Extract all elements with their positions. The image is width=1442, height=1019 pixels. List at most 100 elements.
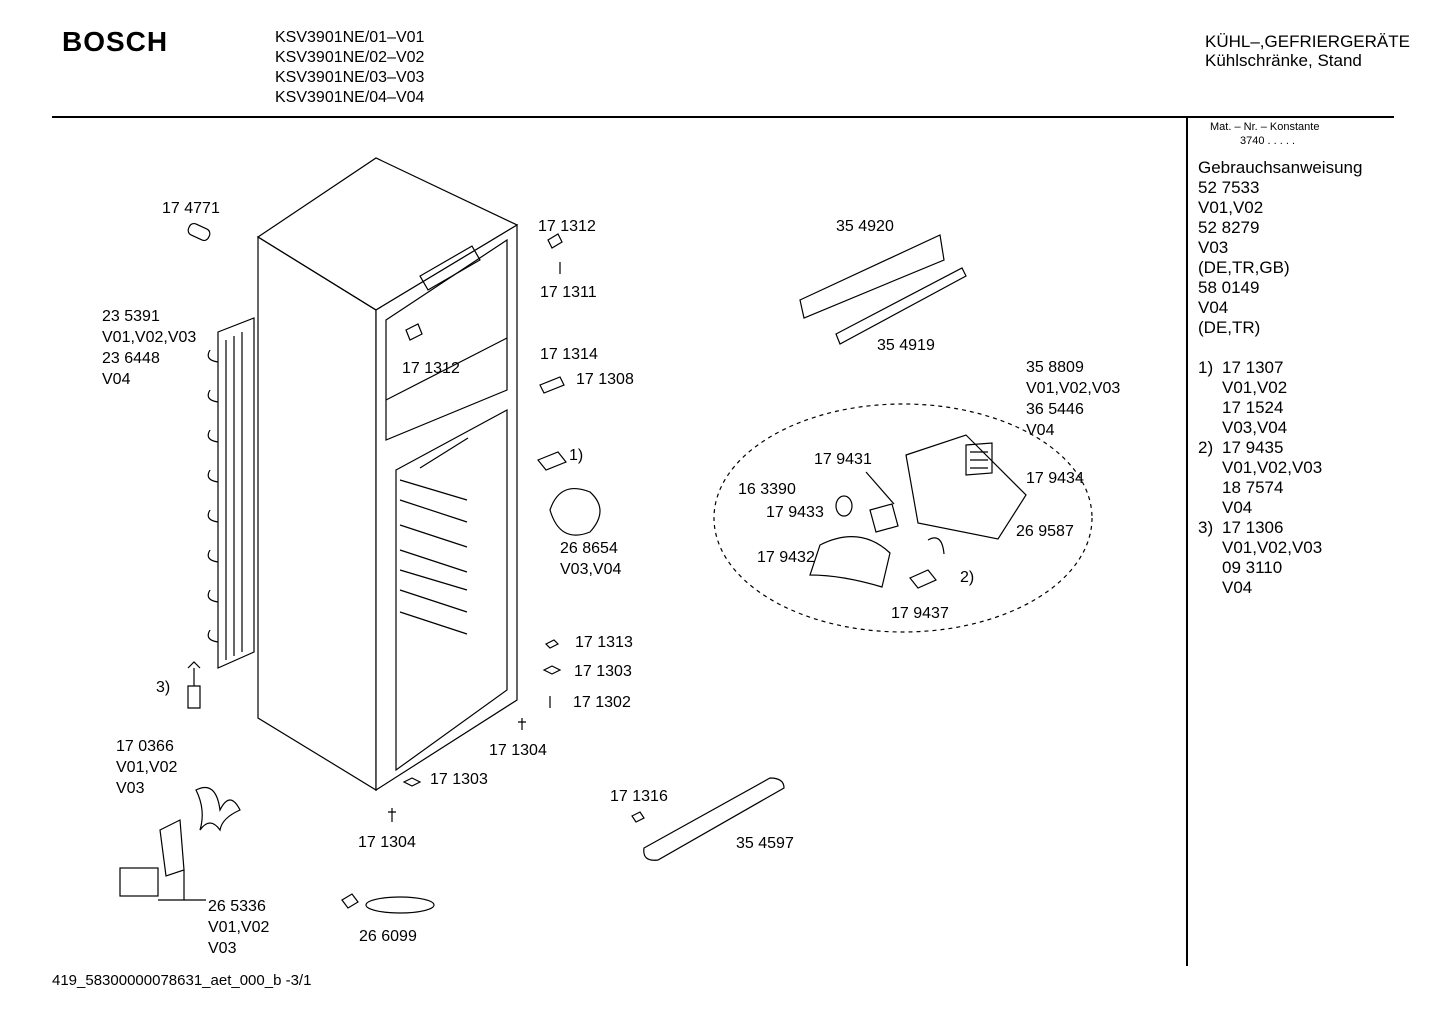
callout-note-1: 1): [569, 445, 583, 466]
footnote-line: 09 3110: [1222, 558, 1283, 577]
condenser-drawing: [207, 317, 255, 669]
part-171303b: [402, 777, 422, 787]
part-174771: [187, 222, 211, 242]
callout-171311: 17 1311: [540, 282, 597, 303]
callout-265336: 26 5336 V01,V02 V03: [208, 896, 269, 959]
callout-269587: 26 9587: [1016, 521, 1074, 542]
category-line: KÜHL–,GEFRIERGERÄTE: [1205, 32, 1410, 51]
footnote-line: V04: [1222, 498, 1253, 517]
callout-179432: 17 9432: [757, 547, 815, 568]
callout-note-3: 3): [156, 677, 170, 698]
header-divider: [52, 116, 1394, 118]
manual-line: 52 7533: [1198, 178, 1260, 197]
callout-354920: 35 4920: [836, 216, 894, 237]
note-marker: 1): [569, 447, 584, 464]
callout-170366: 17 0366 V01,V02 V03: [116, 736, 177, 799]
sidebar-divider: [1186, 116, 1188, 966]
variant-label: V01,V02: [116, 759, 178, 776]
variant-label: V03: [116, 780, 145, 797]
footnote-number: 1): [1198, 358, 1214, 377]
category-label: KÜHL–,GEFRIERGERÄTE Kühlschränke, Stand: [1205, 32, 1410, 70]
part-number: 35 4597: [736, 835, 794, 852]
switch: [869, 503, 899, 533]
diffuser: [809, 536, 891, 588]
callout-171303a: 17 1303: [574, 661, 632, 682]
footnote-line: V04: [1222, 578, 1253, 597]
part-number: 17 1311: [540, 284, 597, 301]
part-number: 17 9434: [1026, 470, 1084, 487]
part-number: 23 6448: [102, 350, 160, 367]
callout-179434: 17 9434: [1026, 468, 1084, 489]
callout-171304a: 17 1304: [489, 740, 547, 761]
panel-strip: [835, 267, 967, 345]
note-marker: 3): [156, 679, 171, 696]
callout-179437: 17 9437: [891, 603, 949, 624]
footnote-line: V03,V04: [1222, 418, 1288, 437]
hinge-part: [547, 233, 563, 274]
variant-label: V04: [1026, 422, 1055, 439]
bracket-part: [539, 376, 565, 394]
screw-171304b: [388, 808, 396, 822]
part-number: 17 9433: [766, 504, 824, 521]
door-handle: [643, 777, 785, 861]
motor-bracket: [159, 819, 185, 877]
footnote-2: 2) 17 9435 V01,V02,V03 18 7574 V04: [1198, 438, 1398, 518]
model-line: KSV3901NE/03–V03: [275, 69, 425, 86]
part-number: 17 1316: [610, 788, 668, 805]
fan-housing: [549, 488, 601, 536]
category-line: Kühlschränke, Stand: [1205, 51, 1362, 70]
model-line: KSV3901NE/01–V01: [275, 29, 425, 46]
part-number: 26 6099: [359, 928, 417, 945]
variant-label: V04: [102, 371, 131, 388]
callout-171316: 17 1316: [610, 786, 668, 807]
part-171303a: [542, 665, 562, 675]
footnote-line: 18 7574: [1222, 478, 1284, 497]
footnote-line: V01,V02,V03: [1222, 538, 1323, 557]
manual-line: (DE,TR): [1198, 318, 1261, 337]
callout-171312a: 17 1312: [538, 216, 596, 237]
part-number: 16 3390: [738, 481, 796, 498]
part-number: 17 9432: [757, 549, 815, 566]
callout-171302: 17 1302: [573, 692, 631, 713]
lamp-cover: [965, 442, 993, 476]
part-number: 35 4919: [877, 337, 935, 354]
footnote-line: 17 1524: [1222, 398, 1284, 417]
callout-171308: 17 1308: [576, 369, 634, 390]
note-marker: 2): [960, 569, 975, 586]
variant-label: V03: [208, 940, 237, 957]
power-cable: [365, 896, 435, 914]
part-number: 17 4771: [162, 200, 220, 217]
footnote-3: 3) 17 1306 V01,V02,V03 09 3110 V04: [1198, 518, 1398, 598]
part-number: 17 1303: [574, 663, 632, 680]
constant-label: Mat. – Nr. – Konstante: [1210, 121, 1320, 133]
brand-logo: BOSCH: [62, 26, 169, 57]
part-171316: [631, 811, 645, 823]
callout-179431: 17 9431: [814, 449, 872, 470]
footnote-1: 1) 17 1307 V01,V02 17 1524 V03,V04: [1198, 358, 1398, 438]
part-number: 26 8654: [560, 540, 618, 557]
model-list: KSV3901NE/01–V01 KSV3901NE/02–V02 KSV390…: [275, 28, 424, 108]
filter-drier: [187, 661, 201, 709]
model-line: KSV3901NE/02–V02: [275, 49, 425, 66]
manual-line: V01,V02: [1198, 198, 1264, 217]
variant-label: V01,V02: [208, 919, 270, 936]
part-number: 35 4920: [836, 218, 894, 235]
lamp-socket: [835, 495, 853, 517]
footnote-line: 17 1307: [1222, 358, 1284, 377]
callout-171312b: 17 1312: [402, 358, 460, 379]
part-number: 26 9587: [1016, 523, 1074, 540]
manual-line: V04: [1198, 298, 1229, 317]
callout-354597: 35 4597: [736, 833, 794, 854]
footnote-line: V01,V02: [1222, 378, 1288, 397]
part-number: 23 5391: [102, 308, 160, 325]
part-number: 17 1312: [402, 360, 460, 377]
footnote-line: V01,V02,V03: [1222, 458, 1323, 477]
manual-line: 52 8279: [1198, 218, 1260, 237]
callout-note-2: 2): [960, 567, 974, 588]
plug: [341, 893, 359, 909]
callout-171314: 17 1314: [540, 344, 598, 365]
part-number: 17 1313: [575, 634, 633, 651]
callout-268654: 26 8654 V03,V04: [560, 538, 621, 580]
part-number: 17 1303: [430, 771, 488, 788]
variant-label: V03,V04: [560, 561, 622, 578]
